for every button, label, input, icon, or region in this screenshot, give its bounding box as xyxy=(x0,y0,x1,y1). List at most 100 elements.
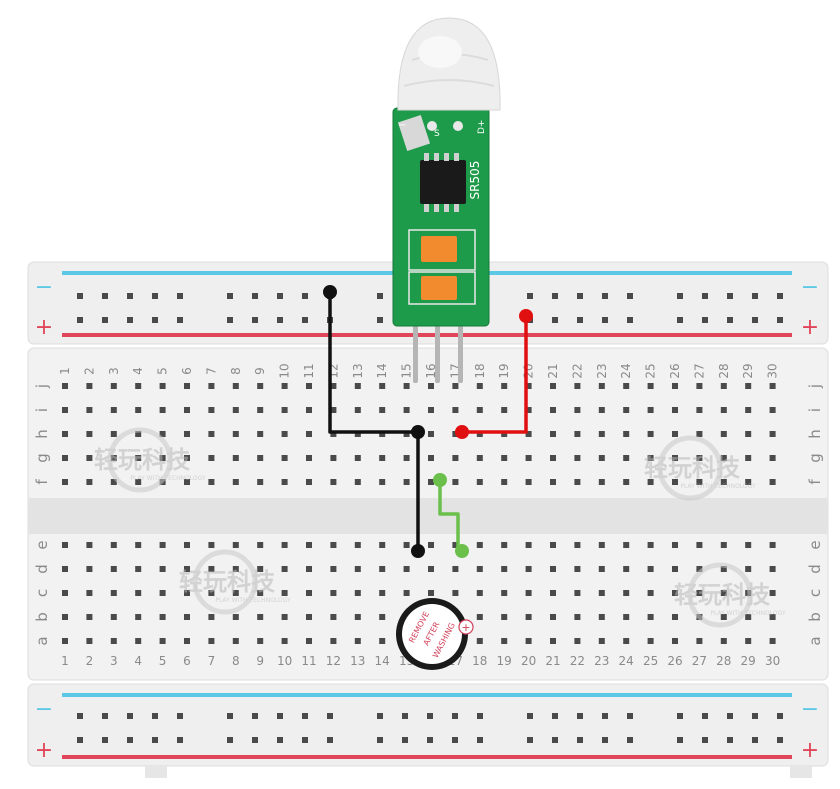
terminal-hole xyxy=(696,407,703,413)
sensor-pin-plus-label: D+ xyxy=(477,120,487,134)
terminal-hole xyxy=(159,638,166,644)
terminal-hole xyxy=(184,614,190,620)
terminal-hole xyxy=(135,455,142,461)
wires xyxy=(323,285,533,558)
terminal-hole xyxy=(281,566,288,572)
rail-hole xyxy=(627,737,633,743)
terminal-hole xyxy=(720,566,727,572)
terminal-hole xyxy=(354,455,361,461)
terminal-hole xyxy=(696,479,703,485)
terminal-hole xyxy=(403,383,410,389)
rail-hole xyxy=(377,317,383,323)
terminal-hole xyxy=(403,455,410,461)
terminal-hole xyxy=(452,542,459,548)
rail-hole xyxy=(627,713,633,719)
column-number-bottom: 12 xyxy=(326,654,341,668)
board-foot-left xyxy=(145,766,167,778)
rail-hole xyxy=(727,713,733,719)
terminal-hole xyxy=(550,638,556,644)
rail-hole xyxy=(102,713,108,719)
row-letter-left: h xyxy=(33,429,51,439)
rail-hole xyxy=(77,713,83,719)
terminal-hole xyxy=(306,407,312,413)
terminal-hole xyxy=(428,407,434,413)
rail-hole xyxy=(302,737,308,743)
column-number-top: 7 xyxy=(204,367,218,375)
terminal-hole xyxy=(647,590,654,596)
terminal-hole xyxy=(745,407,752,413)
terminal-hole xyxy=(574,455,581,461)
terminal-hole xyxy=(110,590,117,596)
terminal-hole xyxy=(110,638,117,644)
terminal-hole xyxy=(184,590,190,596)
row-letter-right: h xyxy=(806,429,824,439)
column-number-bottom: 29 xyxy=(741,654,756,668)
rail-hole xyxy=(152,317,158,323)
rail-hole xyxy=(602,737,608,743)
sensor-chip-legs xyxy=(424,153,459,212)
terminal-hole xyxy=(184,566,190,572)
column-number-bottom: 11 xyxy=(301,654,316,668)
terminal-hole xyxy=(672,566,678,572)
terminal-hole xyxy=(330,407,337,413)
terminal-hole xyxy=(110,383,117,389)
rail-hole xyxy=(127,293,133,299)
column-number-top: 23 xyxy=(595,363,609,378)
column-number-top: 3 xyxy=(107,367,121,375)
sensor-pin-minus-label: − xyxy=(398,120,406,131)
rail-hole xyxy=(77,293,83,299)
pir-dome-facet-2 xyxy=(403,79,495,87)
terminal-hole xyxy=(720,431,727,437)
terminal-hole xyxy=(525,638,532,644)
terminal-hole xyxy=(476,479,483,485)
rail-hole xyxy=(777,713,783,719)
rail-hole xyxy=(677,737,683,743)
row-letter-left: f xyxy=(33,479,51,485)
rail-hole xyxy=(227,713,233,719)
terminal-hole xyxy=(330,431,337,437)
row-letter-right: f xyxy=(806,479,824,485)
terminal-hole xyxy=(598,383,605,389)
red-wire-vcc xyxy=(462,316,528,434)
column-number-bottom: 26 xyxy=(667,654,682,668)
sensor-silk-box-1 xyxy=(408,229,476,271)
terminal-hole xyxy=(672,407,678,413)
terminal-hole xyxy=(159,566,166,572)
terminal-hole xyxy=(550,479,556,485)
row-letter-left: a xyxy=(33,636,51,645)
terminal-hole xyxy=(62,431,68,437)
terminal-hole xyxy=(232,455,239,461)
terminal-hole xyxy=(476,614,483,620)
row-letter-left: j xyxy=(33,384,51,389)
terminal-hole xyxy=(574,566,581,572)
terminal-hole xyxy=(208,542,215,548)
column-number-top: 20 xyxy=(522,363,536,378)
terminal-hole xyxy=(574,542,581,548)
terminal-hole xyxy=(598,590,605,596)
terminal-hole xyxy=(281,614,288,620)
row-letter-right: d xyxy=(806,564,824,574)
rail-hole xyxy=(577,317,583,323)
terminal-hole xyxy=(208,590,215,596)
terminal-hole xyxy=(257,566,264,572)
rail-hole xyxy=(177,737,183,743)
rail-hole xyxy=(177,293,183,299)
watermark-3: 轻玩科技 PLAY WITH TECHNOLOGY xyxy=(179,549,291,615)
terminal-hole xyxy=(647,542,654,548)
terminal-hole xyxy=(379,431,386,437)
rail-hole xyxy=(727,293,733,299)
column-number-bottom: 14 xyxy=(375,654,390,668)
terminal-hole xyxy=(428,383,434,389)
terminal-hole xyxy=(62,455,68,461)
terminal-hole xyxy=(769,383,776,389)
sensor-lens-mount xyxy=(397,115,431,151)
terminal-hole xyxy=(452,566,459,572)
terminal-hole xyxy=(769,590,776,596)
column-number-top: 25 xyxy=(644,363,658,378)
terminal-hole xyxy=(306,383,312,389)
terminal-hole xyxy=(550,542,556,548)
terminal-hole xyxy=(623,638,630,644)
rail-hole xyxy=(77,317,83,323)
